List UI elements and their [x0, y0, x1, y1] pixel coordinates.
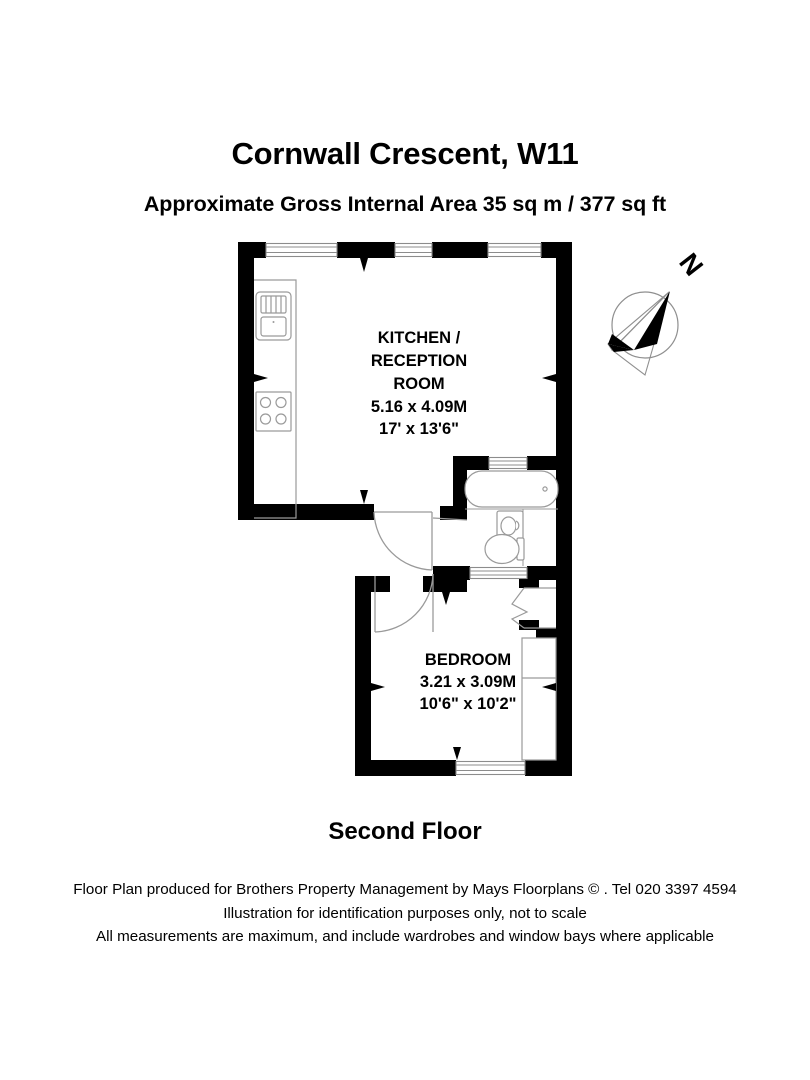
page-title: Cornwall Crescent, W11 [231, 136, 579, 171]
wall-top-segment-3 [432, 242, 488, 258]
kitchen-name-line1: KITCHEN / [378, 329, 461, 347]
bathtub [464, 470, 559, 508]
door-kitchen [373, 511, 433, 571]
compass-circle [611, 291, 679, 359]
doors-group [373, 511, 468, 633]
dim-arrow-kitchen-bottom [360, 490, 368, 504]
kitchen-sink [255, 291, 292, 341]
wall-wardrobe-divider [536, 628, 572, 638]
page-subtitle: Approximate Gross Internal Area 35 sq m … [143, 192, 667, 216]
wall-right-bedroom [556, 578, 572, 776]
dim-arrow-kitchen-top [360, 258, 368, 272]
compass-needle-west-lower [608, 344, 634, 352]
footer-line-1: Floor Plan produced for Brothers Propert… [73, 881, 737, 898]
compass-needle-west [608, 334, 634, 350]
footer-disclaimer: Floor Plan produced for Brothers Propert… [0, 878, 810, 949]
dim-arrow-bedroom-left [371, 683, 385, 691]
room-label-kitchen: KITCHEN / RECEPTION ROOM 5.16 x 4.09M 17… [371, 329, 467, 438]
kitchen-hob [255, 391, 292, 432]
toilet [484, 533, 525, 565]
kitchen-name-line2: RECEPTION [371, 352, 467, 370]
wall-top-segment-2 [337, 242, 395, 258]
wall-left-bedroom [355, 576, 371, 776]
kitchen-metric: 5.16 x 4.09M [371, 398, 467, 416]
wall-hall-nub [433, 566, 467, 580]
wall-closet-bottom-nub [519, 620, 539, 630]
wall-bathroom-top-left [453, 456, 489, 470]
compass-north-label: N [673, 248, 709, 282]
dim-arrow-bedroom-right [542, 683, 556, 691]
room-label-bedroom: BEDROOM 3.21 x 3.09M 10'6" x 10'2" [420, 651, 517, 713]
footer-line-3: All measurements are maximum, and includ… [96, 928, 714, 945]
bathroom-fixtures [464, 470, 559, 566]
compass-needle-outline [607, 291, 670, 376]
kitchen-name-line3: ROOM [393, 375, 444, 393]
dim-arrow-kitchen-right [542, 374, 556, 382]
wall-right-kitchen [556, 242, 572, 456]
door-bedroom [374, 573, 434, 633]
dim-arrow-hall [442, 592, 450, 605]
wall-bottom-bedroom-left [355, 760, 456, 776]
compass-needle-main [634, 291, 670, 350]
wall-bathroom-left [453, 456, 467, 520]
footer-line-2: Illustration for identification purposes… [223, 904, 587, 922]
wardrobe [521, 637, 557, 761]
dim-arrow-kitchen-left [254, 374, 268, 382]
windows-group [265, 242, 542, 776]
wall-bathroom-left-nub [440, 506, 467, 520]
bedroom-name: BEDROOM [425, 651, 511, 669]
kitchen-counter [254, 279, 297, 519]
wall-left-kitchen [238, 242, 254, 520]
walls-group [238, 242, 572, 776]
dimension-markers [254, 258, 556, 760]
kitchen-fixtures [254, 279, 297, 519]
washbasin [496, 510, 524, 542]
bedroom-imperial: 10'6" x 10'2" [420, 695, 517, 713]
dim-arrow-bedroom-bottom [453, 747, 461, 760]
wall-bottom-kitchen [238, 504, 374, 520]
floor-label: Second Floor [328, 818, 482, 845]
kitchen-imperial: 17' x 13'6" [379, 420, 459, 438]
compass-rose: N [607, 248, 709, 376]
wall-right-bathroom [556, 456, 572, 578]
bifold-door-icon [510, 587, 556, 629]
bedroom-metric: 3.21 x 3.09M [420, 673, 516, 691]
